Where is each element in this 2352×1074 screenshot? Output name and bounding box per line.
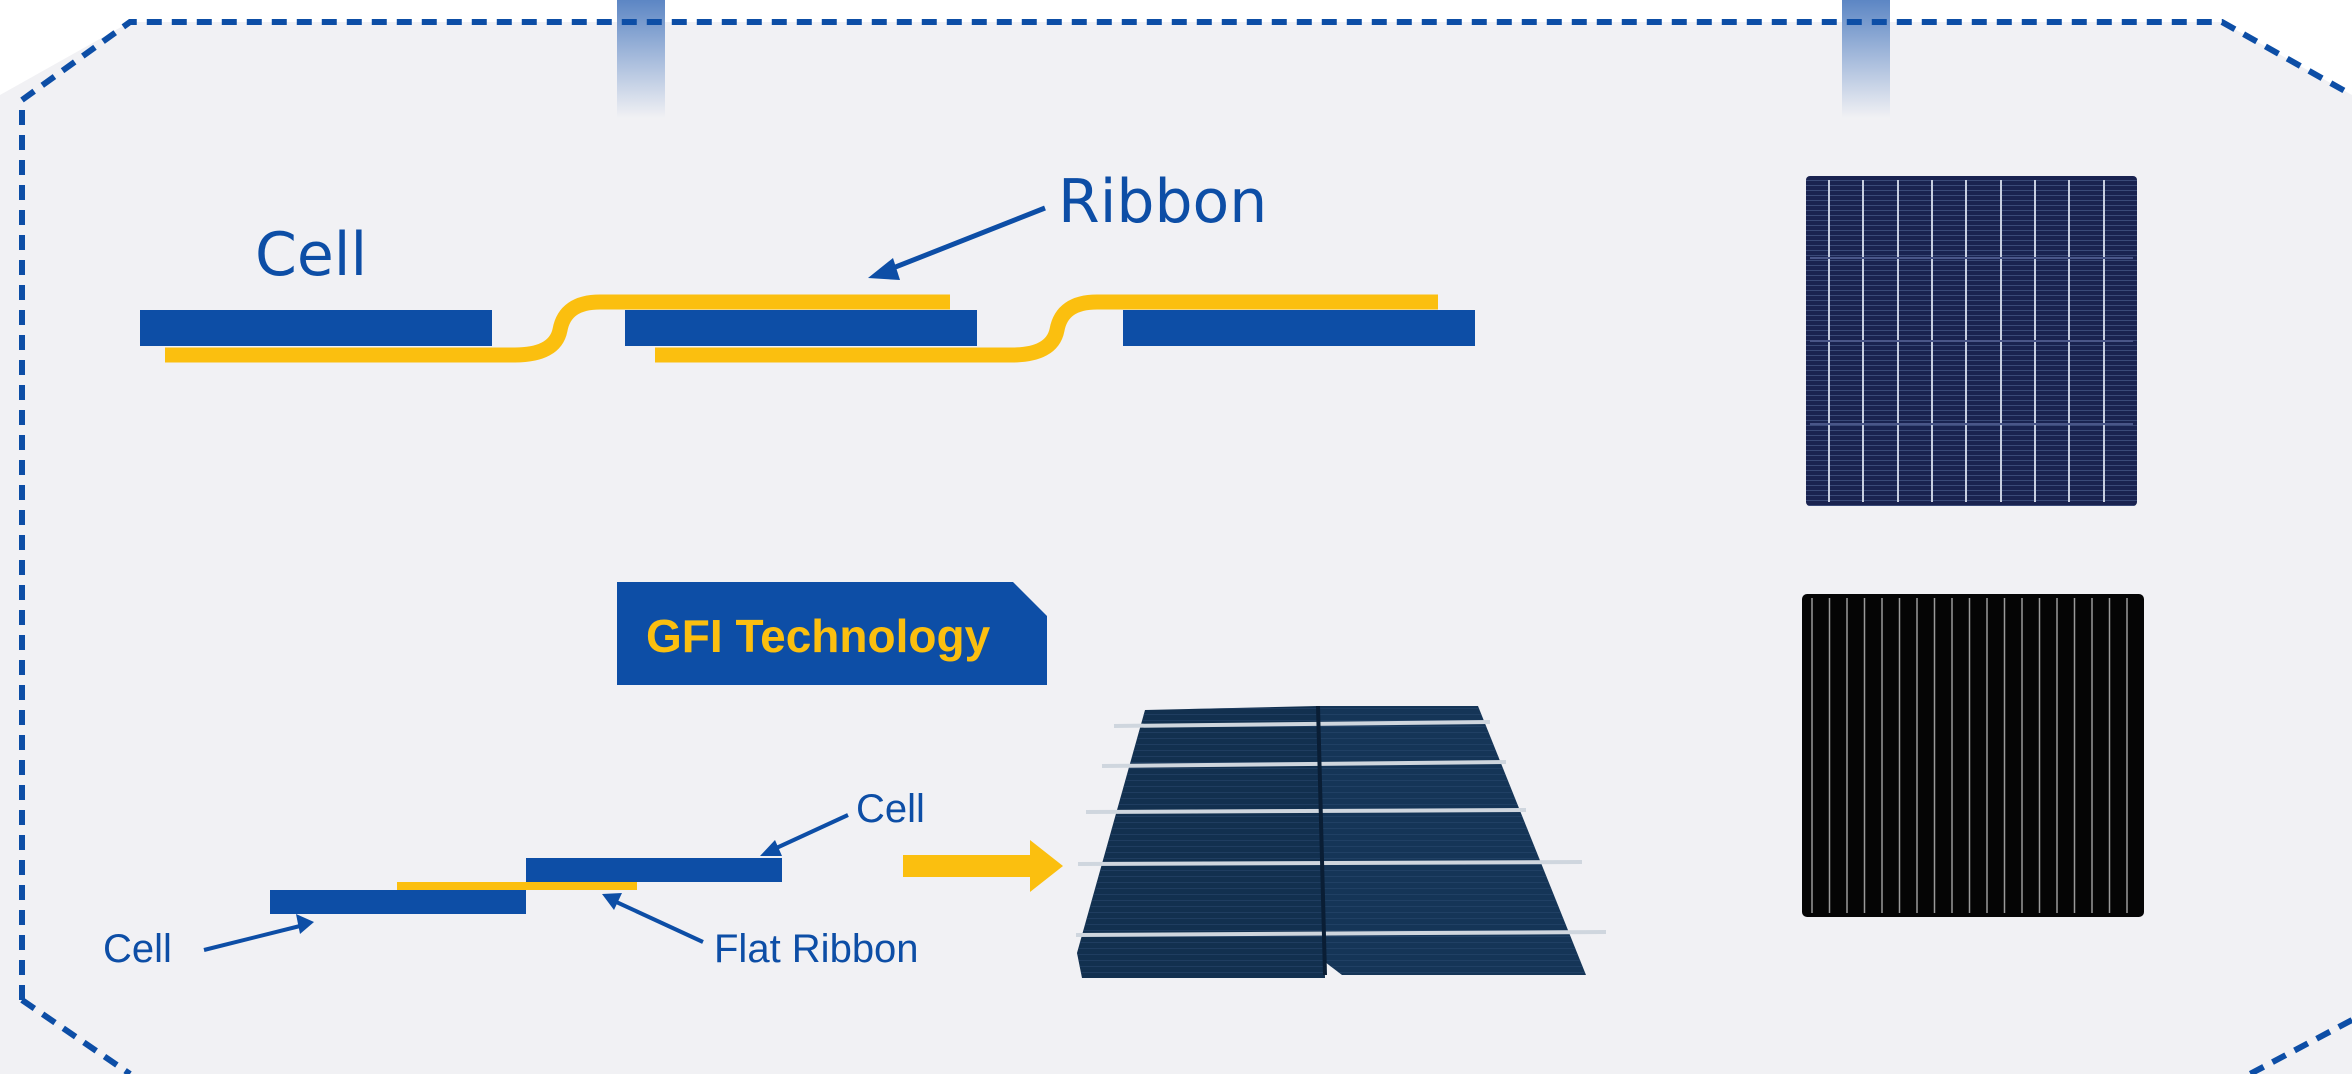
gfi-technology-badge: GFI Technology <box>617 582 1047 685</box>
ribbon-2 <box>655 294 1438 363</box>
lower-cell-arrowhead <box>296 914 314 934</box>
upper-cell <box>526 858 782 882</box>
conventional-cell-photo <box>1806 176 2137 506</box>
conventional-ribbon-diagram: Cell Ribbon <box>140 167 1475 363</box>
lower-cell-pointer <box>203 924 301 952</box>
hanger-tab-right <box>1842 0 1890 118</box>
gfi-overlap-photo <box>1075 705 1607 978</box>
ribbon-1 <box>165 294 950 363</box>
flat-ribbon-label: Flat Ribbon <box>714 927 919 971</box>
flat-ribbon <box>397 882 637 890</box>
cell-3 <box>1123 310 1475 346</box>
gfi-flat-ribbon-diagram: Cell Cell Flat Ribbon <box>103 787 925 971</box>
cell-label: Cell <box>255 220 367 290</box>
upper-cell-arrowhead <box>760 840 782 856</box>
flat-ribbon-arrowhead <box>602 893 622 910</box>
right-arrow-icon <box>903 840 1063 892</box>
cell-1 <box>140 310 492 346</box>
dashed-frame <box>19 19 2352 1000</box>
upper-cell-label: Cell <box>856 787 925 831</box>
gfi-cell-photo <box>1802 594 2144 917</box>
ribbon-label: Ribbon <box>1058 167 1267 237</box>
dashed-frame-bottom-right <box>2248 1017 2352 1074</box>
upper-cell-pointer <box>771 813 849 852</box>
lower-cell-label: Cell <box>103 927 172 971</box>
ribbon-pointer-arrowhead <box>868 258 900 280</box>
lower-cell <box>270 890 526 914</box>
hanger-tab-left <box>617 0 665 118</box>
flat-ribbon-pointer <box>611 898 704 944</box>
badge-text: GFI Technology <box>646 610 991 662</box>
panel-background <box>0 22 2352 1074</box>
dashed-frame-bottom-left <box>20 997 132 1074</box>
ribbon-pointer-line <box>887 205 1046 273</box>
cell-2 <box>625 310 977 346</box>
